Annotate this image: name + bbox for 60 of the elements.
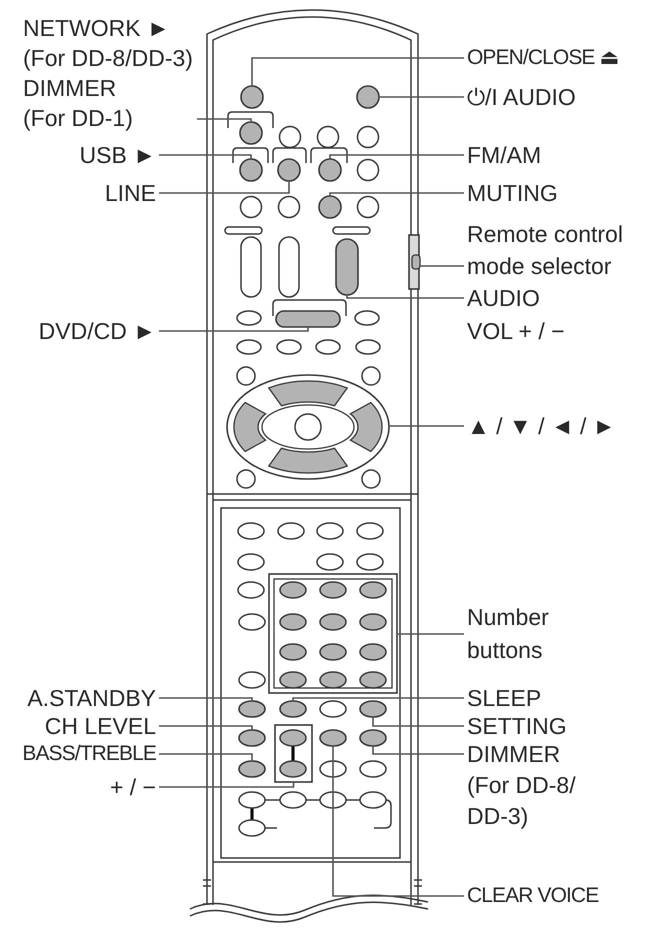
callout-label: CLEAR VOICE	[467, 881, 598, 911]
callout-label: DIMMER (For DD-1)	[23, 74, 134, 133]
leader-line	[159, 327, 309, 332]
oval-button	[319, 729, 347, 747]
button-group-frame	[274, 724, 313, 783]
leader-line	[372, 746, 464, 755]
callout-label: Remote control mode selector	[467, 218, 624, 282]
leader-line	[251, 57, 464, 86]
oval-button	[238, 760, 266, 778]
leader-line	[372, 717, 464, 727]
round-button	[318, 195, 342, 219]
oval-button	[359, 729, 387, 747]
callout-label: MUTING	[467, 178, 558, 208]
leader-line	[159, 725, 253, 730]
leader-line	[292, 697, 464, 701]
callout-label: AUDIO VOL + / −	[467, 282, 566, 348]
callout-label: CH LEVEL	[44, 711, 156, 741]
callout-label: SETTING	[467, 711, 567, 741]
leader-line	[346, 295, 464, 299]
oval-button	[359, 700, 387, 718]
round-button	[318, 158, 342, 182]
leader-line	[419, 265, 464, 267]
round-button	[239, 121, 263, 145]
round-button	[240, 85, 264, 109]
leader-line	[197, 118, 252, 122]
oval-button	[279, 700, 307, 718]
oval-button	[238, 700, 266, 718]
slide-switch	[408, 234, 421, 290]
callout-label: DVD/CD ►	[38, 316, 156, 346]
callout-label: DIMMER (For DD-8/ DD-3)	[467, 739, 577, 832]
round-button	[239, 158, 263, 182]
oval-button	[238, 729, 266, 747]
leader-line	[389, 425, 464, 427]
button-group-frame	[268, 573, 398, 694]
leader-line	[159, 154, 252, 159]
callout-label: + / −	[110, 772, 156, 802]
callout-label: Number buttons	[467, 601, 550, 667]
callout-label: USB ►	[80, 140, 156, 170]
leader-line	[159, 697, 253, 701]
callout-label: OPEN/CLOSE ⏏	[467, 43, 618, 73]
volume-button	[335, 238, 359, 296]
callout-label: ⏻/I AUDIO	[467, 82, 576, 112]
callout-label: FM/AM	[467, 140, 542, 170]
leader-line	[329, 154, 464, 159]
leader-line	[379, 96, 464, 98]
callout-label: LINE	[104, 178, 156, 208]
leader-line	[159, 782, 294, 788]
round-button	[277, 158, 301, 182]
navigation-ring	[226, 374, 390, 480]
wide-button	[275, 310, 341, 328]
callout-label: A.STANDBY	[27, 683, 156, 713]
callout-label: SLEEP	[467, 683, 542, 713]
round-button	[356, 85, 380, 109]
leader-line	[159, 753, 253, 761]
leader-line	[329, 192, 464, 196]
callout-label: BASS/TREBLE	[22, 739, 156, 769]
callout-label: NETWORK ► (For DD-8/DD-3)	[23, 14, 194, 73]
callout-label: ▲ / ▼ / ◄ / ►	[467, 411, 616, 441]
leader-line	[159, 181, 290, 194]
leader-line	[397, 633, 464, 635]
